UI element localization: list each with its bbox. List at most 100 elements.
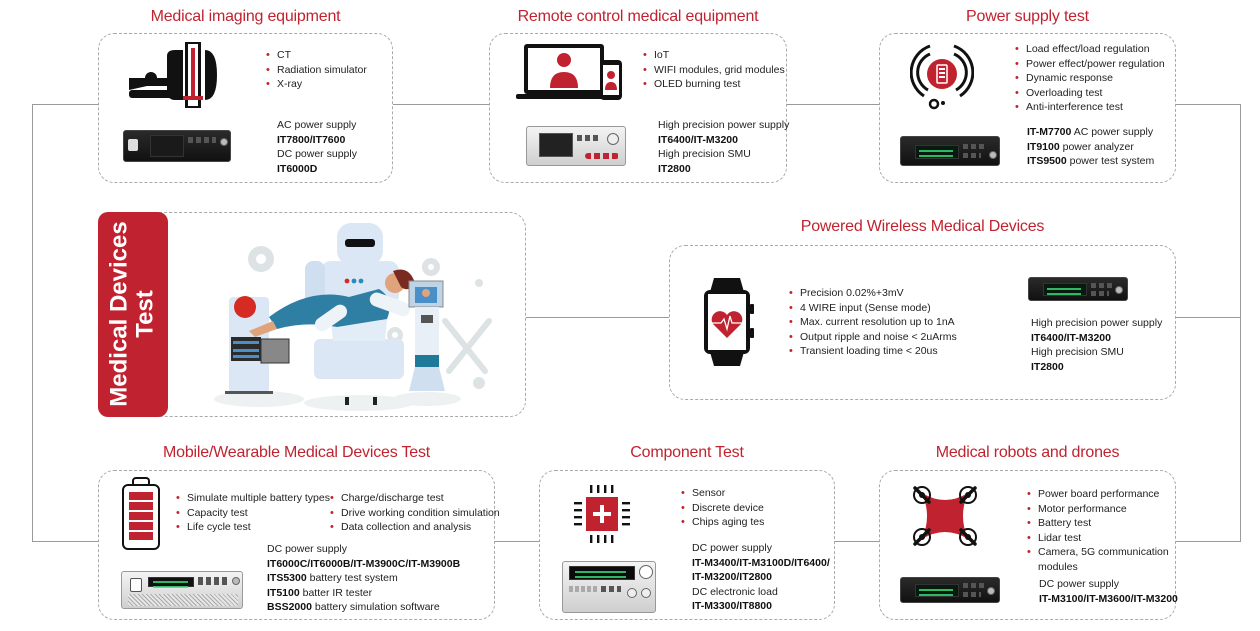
- connector-top-2: [787, 104, 879, 105]
- connector-bottom-1: [495, 541, 539, 542]
- bullet-item: CT: [265, 48, 367, 63]
- section-title-wireless: Powered Wireless Medical Devices: [800, 218, 1045, 235]
- product-line: ITS5300 battery test system: [267, 572, 398, 584]
- drone-icon: [913, 486, 977, 546]
- product-model: IT6400/IT-M3200: [658, 133, 738, 146]
- connector-left-top: [32, 104, 98, 105]
- section-title-remote: Remote control medical equipment: [517, 8, 759, 25]
- power-bullets: Load effect/load regulation Power effect…: [1014, 42, 1165, 115]
- connector-right-bottom: [1176, 541, 1240, 542]
- chip-icon: [574, 485, 630, 543]
- bullet-item: X-ray: [265, 77, 367, 92]
- section-title-component: Component Test: [630, 444, 744, 461]
- bullet-item: Power effect/power regulation: [1014, 57, 1165, 72]
- bullet-item: Load effect/load regulation: [1014, 42, 1165, 57]
- product-line: IT-M7700 AC power supply: [1027, 126, 1154, 138]
- mobile-products: DC power supply IT6000C/IT6000B/IT-M3900…: [267, 542, 460, 615]
- robots-products: DC power supply IT-M3100/IT-M3600/IT-M32…: [1039, 577, 1178, 606]
- card-remote: IoT WIFI modules, grid modules OLED burn…: [489, 33, 789, 183]
- product-label: DC electronic load: [692, 585, 778, 598]
- product-label: High precision power supply: [658, 119, 790, 131]
- wireless-bullets: Precision 0.02%+3mV 4 WIRE input (Sense …: [788, 286, 957, 359]
- smartwatch-heart-icon: [704, 278, 754, 366]
- bullet-item: Overloading test: [1014, 86, 1165, 101]
- imaging-bullets: CT Radiation simulator X-ray: [265, 48, 367, 92]
- product-label: DC power supply: [692, 542, 772, 554]
- card-robots: Power board performance Motor performanc…: [879, 470, 1178, 620]
- center-title: Medical Devices Test: [105, 221, 159, 407]
- product-model: IT-M3300/IT8800: [692, 600, 772, 612]
- bullet-item: WIFI modules, grid modules: [642, 63, 785, 78]
- connector-left-bottom: [32, 541, 98, 542]
- ac-power-supply-image: [123, 130, 231, 162]
- card-center-illustration: Medical Devices Test: [98, 212, 526, 417]
- product-label: High precision power supply: [1031, 317, 1163, 329]
- connector-right-vertical: [1240, 104, 1241, 542]
- product-label: DC power supply: [1039, 578, 1119, 590]
- product-model: IT6400/IT-M3200: [1031, 331, 1111, 344]
- bullet-item: Life cycle test: [175, 520, 330, 535]
- product-label: AC power supply: [277, 119, 357, 131]
- bullet-item: Motor performance: [1026, 502, 1169, 517]
- ac-power-supply-image: [900, 136, 1000, 166]
- product-model: IT-M3400/IT-M3100D/IT6400/: [692, 556, 830, 569]
- bullet-item: Camera, 5G communication: [1026, 545, 1169, 560]
- medical-robot-illustration: [214, 223, 492, 411]
- remote-products: High precision power supply IT6400/IT-M3…: [658, 118, 789, 176]
- dc-power-supply-image: [900, 577, 1000, 603]
- connector-left-vertical: [32, 104, 33, 542]
- component-products: DC power supply IT-M3400/IT-M3100D/IT640…: [692, 541, 830, 614]
- bullet-item: Simulate multiple battery types: [175, 491, 330, 506]
- bullet-item: Chips aging tes: [680, 515, 764, 530]
- dc-electronic-load-image: [562, 561, 656, 613]
- mobile-bullets-right: Charge/discharge test Drive working cond…: [329, 491, 500, 535]
- bullet-item: Output ripple and noise < 2uArms: [788, 330, 957, 345]
- bullet-item: Drive working condition simulation: [329, 506, 500, 521]
- bullet-item: IoT: [642, 48, 785, 63]
- connector-center: [526, 317, 669, 318]
- product-model: IT-M3100/IT-M3600/IT-M3200: [1039, 592, 1178, 605]
- bullet-item: Max. current resolution up to 1nA: [788, 315, 957, 330]
- bullet-item: Power board performance: [1026, 487, 1169, 502]
- connector-right-top: [1176, 104, 1240, 105]
- product-model: IT-M3200/IT2800: [692, 571, 772, 583]
- connector-right-mid: [1176, 317, 1240, 318]
- product-model: IT6000C/IT6000B/IT-M3900C/IT-M3900B: [267, 557, 461, 570]
- section-title-imaging: Medical imaging equipment: [150, 8, 341, 25]
- bullet-item: Discrete device: [680, 501, 764, 516]
- card-imaging: CT Radiation simulator X-ray AC power su…: [98, 33, 393, 183]
- bullet-item: Charge/discharge test: [329, 491, 500, 506]
- wireless-products: High precision power supply IT6400/IT-M3…: [1031, 316, 1162, 374]
- high-precision-power-supply-image: [526, 126, 626, 166]
- bullet-item: Anti-interference test: [1014, 100, 1165, 115]
- power-products: IT-M7700 AC power supply IT9100 power an…: [1027, 125, 1154, 169]
- center-title-banner: Medical Devices Test: [98, 212, 168, 417]
- bullet-item: Capacity test: [175, 506, 330, 521]
- connector-top-1: [393, 104, 489, 105]
- remote-bullets: IoT WIFI modules, grid modules OLED burn…: [642, 48, 785, 92]
- section-title-robots: Medical robots and drones: [935, 444, 1120, 461]
- product-model: IT7800/IT7600: [277, 133, 346, 146]
- product-label: DC power supply: [277, 148, 357, 160]
- ct-scanner-icon: [129, 42, 217, 108]
- product-line: IT9100 power analyzer: [1027, 140, 1134, 153]
- bullet-item: Precision 0.02%+3mV: [788, 286, 957, 301]
- product-label: DC power supply: [267, 543, 347, 555]
- high-precision-power-supply-image: [1028, 277, 1128, 301]
- card-wireless: Precision 0.02%+3mV 4 WIRE input (Sense …: [669, 245, 1176, 400]
- bullet-item: Transient loading time < 20us: [788, 344, 957, 359]
- robots-bullets: Power board performance Motor performanc…: [1026, 487, 1169, 574]
- card-mobile: Simulate multiple battery types Capacity…: [98, 470, 500, 620]
- product-line: ITS9500 power test system: [1027, 155, 1155, 167]
- bullet-item: Battery test: [1026, 516, 1169, 531]
- bullet-item: Data collection and analysis: [329, 520, 500, 535]
- imaging-products: AC power supply IT7800/IT7600 DC power s…: [277, 118, 357, 176]
- product-label: High precision SMU: [1031, 346, 1124, 358]
- bullet-item: Radiation simulator: [265, 63, 367, 78]
- connector-bottom-2: [835, 541, 879, 542]
- bullet-item: Dynamic response: [1014, 71, 1165, 86]
- bullet-item: Lidar test: [1026, 531, 1169, 546]
- telemedicine-devices-icon: [516, 44, 622, 100]
- product-model: IT6000D: [277, 162, 318, 175]
- bullet-item: Sensor: [680, 486, 764, 501]
